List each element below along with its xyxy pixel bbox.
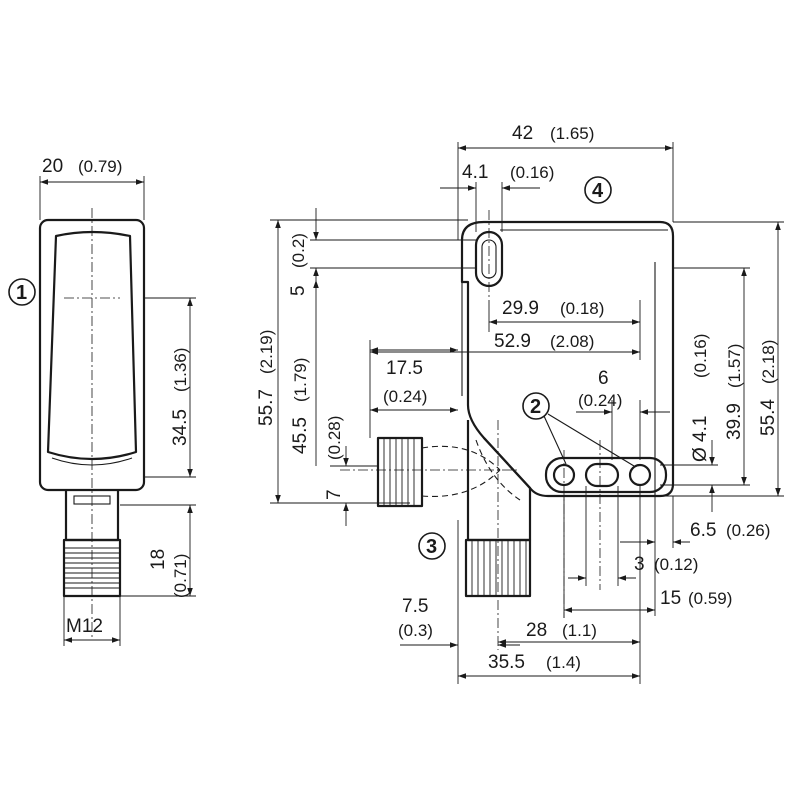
dim-6: 6 <box>598 368 609 389</box>
side-thread-hatch <box>471 540 527 596</box>
dim-52-9: 52.9 <box>494 331 531 352</box>
dim-55-4: 55.4 <box>758 399 779 436</box>
dim-20: 20 <box>42 156 63 177</box>
dim-6-5: 6.5 <box>690 520 716 541</box>
callout-2-label: 2 <box>530 396 541 418</box>
dim-42-in: (1.65) <box>550 124 594 143</box>
dim-39-9-in: (1.57) <box>725 344 744 388</box>
dim-15-in: (0.59) <box>688 589 732 608</box>
dim-6-in: (0.24) <box>578 391 622 410</box>
dim-52-9-in: (2.08) <box>550 332 594 351</box>
dim-6-5-in: (0.26) <box>726 521 770 540</box>
side-neck <box>466 420 532 542</box>
dim-dia-4-1: Ø 4.1 <box>690 416 711 462</box>
callout-4 <box>584 176 612 204</box>
angled-connector <box>376 436 501 508</box>
dim-55-4-in: (2.18) <box>759 340 778 384</box>
dim-35-5-in: (1.4) <box>546 653 581 672</box>
callout-2-leader-a <box>543 415 567 465</box>
dim-18-in: (0.71) <box>171 554 190 598</box>
callout-1-label: 1 <box>16 282 27 304</box>
dim-28: 28 <box>526 620 547 641</box>
dim-17-5: 17.5 <box>386 358 423 379</box>
dim-34-5-in: (1.36) <box>171 348 190 392</box>
dim-34-5: 34.5 <box>170 409 191 446</box>
slot-plate <box>544 456 668 494</box>
dim-4-1: 4.1 <box>462 162 488 183</box>
slot-middle <box>584 462 620 488</box>
front-thread-hatch <box>64 547 120 589</box>
dim-0-2-in: (0.2) <box>289 233 308 268</box>
dim-3-in: (0.12) <box>654 555 698 574</box>
dim-45-5: 45.5 <box>290 417 311 454</box>
dim-4-1-in: (0.16) <box>510 163 554 182</box>
dim-m12: M12 <box>66 616 103 637</box>
dim-42: 42 <box>512 123 533 144</box>
dim-55-7: 55.7 <box>256 389 277 426</box>
angled-connector-body <box>376 436 424 508</box>
dim-55-7-in: (2.19) <box>257 330 276 374</box>
dim-5: 5 <box>288 285 309 296</box>
callout-2-leader-b <box>547 413 635 467</box>
dim-7-5: 7.5 <box>402 596 428 617</box>
callout-4-label: 4 <box>592 180 604 202</box>
dim-35-5: 35.5 <box>488 652 525 673</box>
dim-dia-4-1-in: (0.16) <box>691 334 710 378</box>
dim-7-5-in: (0.3) <box>398 621 433 640</box>
hole-right <box>628 463 652 487</box>
dim-28-in: (1.1) <box>562 621 597 640</box>
callout-1 <box>8 278 36 306</box>
front-lens <box>46 230 138 461</box>
callout-3 <box>418 532 446 560</box>
front-led <box>73 495 111 505</box>
dim-3: 3 <box>634 554 645 575</box>
dim-18: 18 <box>148 549 169 570</box>
dim-45-5-in: (1.79) <box>291 358 310 402</box>
callout-2 <box>522 392 550 420</box>
dim-39-9: 39.9 <box>724 403 745 440</box>
dim-29-9-in: (0.18) <box>560 299 604 318</box>
dim-17-5-in: (0.24) <box>383 387 427 406</box>
dim-29-9: 29.9 <box>502 298 539 319</box>
front-housing <box>38 218 146 492</box>
dim-7-in: (0.28) <box>325 416 344 460</box>
dim-20-in: (0.79) <box>78 157 122 176</box>
angled-connector-path <box>421 445 501 498</box>
callout-3-label: 3 <box>426 536 437 558</box>
front-view: 20 (0.79) 34.5 (1.36) 18 (0.71) M12 1 <box>8 156 196 646</box>
side-housing <box>460 220 675 498</box>
side-view: 42 (1.65) 4.1 (0.16) 4 55.7 (2.19) (0.2)… <box>256 123 784 684</box>
dim-15: 15 <box>660 588 681 609</box>
dim-7: 7 <box>324 489 345 500</box>
